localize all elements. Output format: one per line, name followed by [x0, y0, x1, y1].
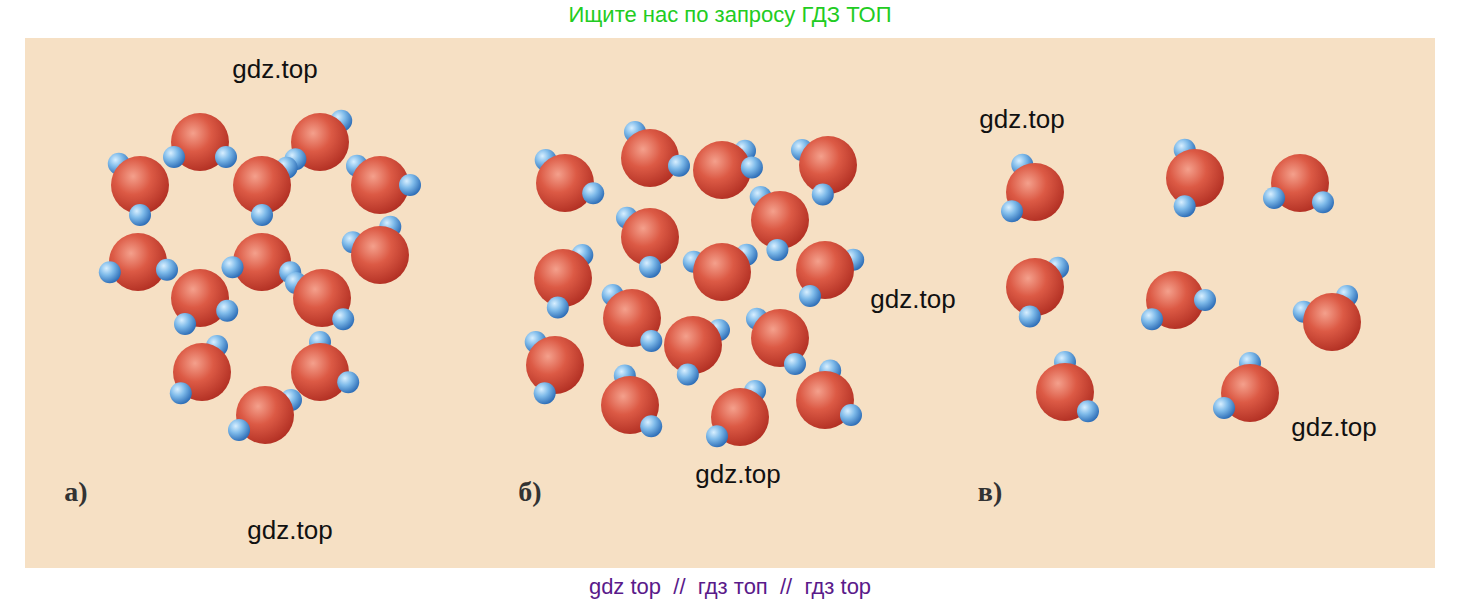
- water-molecule: [171, 269, 238, 335]
- oxygen-atom: [1303, 293, 1361, 351]
- water-molecule: [796, 360, 862, 430]
- hydrogen-atom: [706, 425, 728, 447]
- promo-text: Ищите нас по запросу ГДЗ ТОП: [568, 2, 891, 27]
- water-molecule: [228, 386, 302, 444]
- hydrogen-atom: [1001, 200, 1023, 222]
- hydrogen-atom: [228, 419, 250, 441]
- water-molecule: [108, 153, 169, 226]
- oxygen-atom: [1166, 149, 1224, 207]
- hydrogen-atom: [332, 308, 354, 330]
- water-molecule: [1263, 154, 1334, 213]
- hydrogen-atom: [812, 184, 834, 206]
- hydrogen-atom: [1141, 308, 1163, 330]
- hydrogen-atom: [222, 256, 244, 278]
- water-molecule: [1141, 271, 1216, 330]
- hydrogen-atom: [215, 146, 237, 168]
- watermark: gdz.top: [870, 285, 955, 315]
- water-molecule: [291, 331, 359, 401]
- hydrogen-atom: [640, 415, 662, 437]
- hydrogen-atom: [1077, 400, 1099, 422]
- water-molecule: [285, 269, 354, 330]
- watermark: gdz.top: [695, 460, 780, 490]
- water-molecule: [1213, 352, 1279, 422]
- water-molecule: [170, 335, 231, 404]
- water-molecule: [1001, 154, 1064, 223]
- water-molecule: [346, 155, 421, 214]
- hydrogen-atom: [547, 297, 569, 319]
- panel-letter: в): [978, 476, 1002, 508]
- hydrogen-atom: [741, 156, 763, 178]
- hydrogen-atom: [784, 353, 806, 375]
- hydrogen-atom: [1213, 397, 1235, 419]
- oxygen-atom: [526, 336, 584, 394]
- water-molecule: [706, 380, 769, 447]
- panel-letter: б): [518, 476, 541, 508]
- water-molecule: [683, 243, 758, 301]
- hydrogen-atom: [174, 313, 196, 335]
- hydrogen-atom: [170, 382, 192, 404]
- water-molecule: [163, 113, 237, 171]
- hydrogen-atom: [1194, 289, 1216, 311]
- water-molecule: [525, 331, 584, 404]
- water-molecule: [791, 136, 857, 206]
- panel-letter: а): [64, 476, 87, 508]
- hydrogen-atom: [99, 261, 121, 283]
- water-molecule: [1166, 139, 1224, 217]
- oxygen-atom: [536, 154, 594, 212]
- hydrogen-atom: [216, 300, 238, 322]
- hydrogen-atom: [668, 155, 690, 177]
- hydrogen-atom: [799, 285, 821, 307]
- molecules: [99, 110, 1361, 448]
- hydrogen-atom: [337, 371, 359, 393]
- background-panel: [25, 38, 1435, 568]
- hydrogen-atom: [129, 204, 151, 226]
- watermark: gdz.top: [247, 516, 332, 546]
- hydrogen-atom: [582, 182, 604, 204]
- hydrogen-atom: [639, 256, 661, 278]
- water-molecule: [233, 156, 298, 226]
- hydrogen-atom: [156, 259, 178, 281]
- hydrogen-atom: [1174, 195, 1196, 217]
- water-molecule: [1293, 285, 1361, 351]
- hydrogen-atom: [1019, 306, 1041, 328]
- hydrogen-atom: [840, 404, 862, 426]
- water-molecule: [664, 316, 730, 386]
- hydrogen-atom: [640, 330, 662, 352]
- water-molecule: [1006, 257, 1069, 328]
- oxygen-atom: [693, 243, 751, 301]
- watermark: gdz.top: [979, 105, 1064, 135]
- watermark: gdz.top: [232, 55, 317, 85]
- water-molecule: [1036, 351, 1099, 422]
- water-molecule: [535, 149, 605, 212]
- oxygen-atom: [291, 343, 349, 401]
- hydrogen-atom: [1312, 191, 1334, 213]
- water-molecule: [602, 284, 663, 352]
- hydrogen-atom: [399, 174, 421, 196]
- hydrogen-atom: [766, 239, 788, 261]
- hydrogen-atom: [1263, 187, 1285, 209]
- water-molecule: [616, 207, 679, 278]
- oxygen-atom: [621, 129, 679, 187]
- oxygen-atom: [109, 233, 167, 291]
- watermark: gdz.top: [1291, 413, 1376, 443]
- water-molecule: [534, 244, 593, 319]
- water-molecule: [99, 233, 178, 291]
- water-molecule: [342, 216, 409, 284]
- hydrogen-atom: [534, 382, 556, 404]
- hydrogen-atom: [163, 146, 185, 168]
- hydrogen-atom: [251, 204, 273, 226]
- water-molecule: [796, 241, 864, 307]
- water-molecule: [601, 365, 662, 438]
- water-molecule: [746, 308, 809, 375]
- water-molecule: [621, 121, 690, 187]
- footer-watermark: gdz top // гдз топ // гдз top: [589, 574, 871, 599]
- hydrogen-atom: [677, 364, 699, 386]
- oxygen-atom: [351, 226, 409, 284]
- water-molecule: [750, 186, 809, 261]
